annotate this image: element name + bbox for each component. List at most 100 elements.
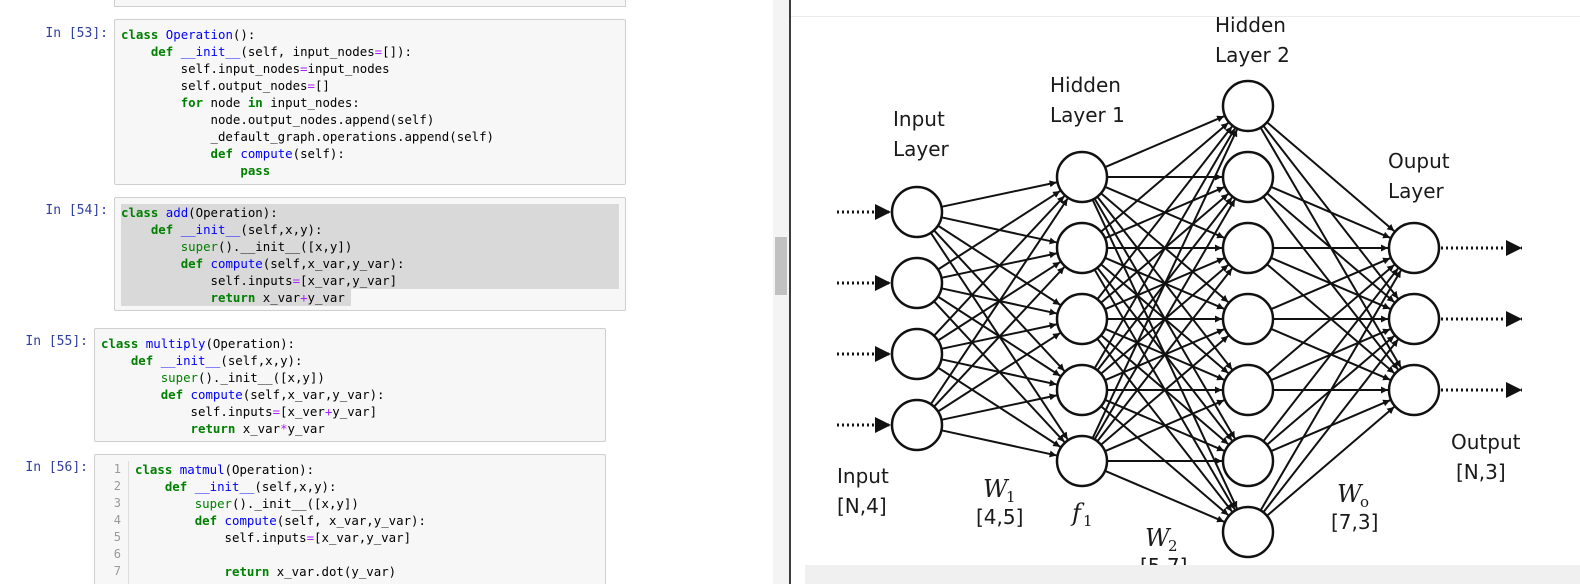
connection-line	[941, 393, 1057, 421]
line-number: 5	[113, 530, 121, 544]
code-line: self.inputs=[x_ver+y_var]	[101, 404, 378, 419]
neuron-nodes	[890, 79, 1441, 559]
neuron-node-layer-0	[890, 327, 944, 381]
neuron-node-layer-2	[1221, 150, 1275, 204]
neuron-node-layer-1	[1055, 221, 1109, 275]
code-line: _default_graph.operations.append(self)	[121, 129, 494, 144]
wo-symbol: W	[1337, 480, 1364, 508]
neural-network-diagram: Input Layer Hidden Layer 1 Hidden Layer …	[837, 13, 1522, 578]
code-input-area[interactable]: class add(Operation): def __init__(self,…	[114, 197, 626, 311]
neuron-node-layer-2	[1221, 292, 1275, 346]
code-line: class Operation():	[121, 27, 256, 42]
connection-line	[941, 180, 1057, 208]
previous-cell-edge	[114, 0, 626, 7]
scrollbar-thumb[interactable]	[775, 237, 787, 295]
code-line: return x_var+y_var	[121, 289, 351, 306]
connection-line	[1262, 338, 1399, 513]
pane-divider[interactable]	[789, 0, 791, 584]
code-line: def compute(self, x_var,y_var):	[194, 513, 426, 528]
cell-prompt: In [54]:	[45, 203, 108, 218]
output-layer-label-2: Layer	[1388, 179, 1445, 203]
cell-prompt: In [53]:	[45, 26, 108, 41]
connection-line	[933, 266, 1066, 408]
connection-line	[1259, 269, 1402, 511]
connection-lines	[929, 115, 1402, 523]
neuron-node-layer-3	[1387, 363, 1441, 417]
input-shape-value: [N,4]	[837, 494, 887, 518]
code-line: class matmul(Operation):	[135, 462, 315, 477]
line-number: 3	[113, 496, 121, 510]
code-editor[interactable]: class add(Operation): def __init__(self,…	[121, 204, 619, 306]
connection-line	[941, 429, 1057, 458]
code-line: def compute(self,x_var,y_var):	[121, 255, 619, 272]
connection-line	[1093, 127, 1236, 369]
code-editor[interactable]: class multiply(Operation): def __init__(…	[101, 335, 385, 437]
connection-line	[1091, 129, 1238, 439]
code-editor[interactable]: class matmul(Operation): def __init__(se…	[135, 461, 426, 580]
code-line: def __init__(self,x,y):	[121, 221, 619, 238]
connection-line	[1104, 115, 1225, 169]
viewer-bottom-bar	[805, 565, 1580, 584]
hidden-layer-2-label-1: Hidden	[1215, 13, 1286, 37]
neuron-node-layer-0	[890, 256, 944, 310]
code-line: self.output_nodes=[]	[121, 78, 330, 93]
code-line: class multiply(Operation):	[101, 336, 295, 351]
w1-symbol: W	[983, 475, 1010, 503]
code-line: node.output_nodes.append(self)	[121, 112, 435, 127]
viewer-top-edge	[791, 16, 1580, 17]
w1-shape: [4,5]	[976, 505, 1023, 529]
connection-line	[1266, 121, 1395, 232]
image-viewer-pane: Input Layer Hidden Layer 1 Hidden Layer …	[791, 0, 1580, 584]
neuron-node-layer-3	[1387, 292, 1441, 346]
connection-line	[930, 198, 1069, 405]
output-shape-label: Output	[1451, 430, 1521, 454]
code-line: def __init__(self, input_nodes=[]):	[150, 44, 412, 59]
io-arrows	[837, 204, 1522, 433]
line-number: 1	[113, 462, 121, 476]
output-layer-label-1: Ouput	[1388, 149, 1450, 173]
code-line: pass	[240, 163, 271, 178]
w2-symbol: W	[1145, 524, 1172, 552]
vertical-scrollbar[interactable]	[773, 0, 789, 584]
neuron-node-layer-2	[1221, 434, 1275, 488]
neuron-node-layer-1	[1055, 434, 1109, 488]
w1-subscript: 1	[1006, 488, 1016, 506]
code-editor[interactable]: class Operation(): def __init__(self, in…	[121, 26, 494, 179]
connection-line	[1270, 185, 1391, 239]
code-line: for node in input_nodes:	[180, 95, 360, 110]
output-shape-value: [N,3]	[1456, 460, 1506, 484]
input-shape-label: Input	[837, 464, 889, 488]
code-line: super()._init__([x,y])	[194, 496, 359, 511]
line-number: 4	[113, 513, 121, 527]
input-layer-label-2: Layer	[893, 137, 950, 161]
neuron-node-layer-0	[890, 398, 944, 452]
neuron-node-layer-1	[1055, 150, 1109, 204]
connection-line	[1104, 399, 1225, 453]
connection-line	[1093, 198, 1236, 440]
connection-line	[1104, 469, 1225, 523]
code-line: self.inputs=[x_var,y_var]	[121, 272, 619, 289]
connection-line	[1096, 267, 1233, 442]
cell-prompt: In [56]:	[25, 460, 88, 475]
code-line: self.inputs=[x_var,y_var]	[135, 530, 412, 545]
input-layer-label-1: Input	[893, 107, 945, 131]
code-line: return x_var*y_var	[190, 421, 325, 436]
connection-line	[937, 332, 1061, 413]
code-input-area[interactable]: class multiply(Operation): def __init__(…	[94, 328, 606, 442]
line-number: 6	[113, 547, 121, 561]
code-input-area[interactable]: class Operation(): def __init__(self, in…	[114, 19, 626, 185]
code-line: return x_var.dot(y_var)	[224, 564, 397, 579]
code-line: super()._init__([x,y])	[160, 370, 325, 385]
code-line: super().__init__([x,y])	[121, 238, 619, 255]
neuron-node-layer-0	[890, 185, 944, 239]
hidden-layer-1-label-1: Hidden	[1050, 73, 1121, 97]
code-line: def __init__(self,x,y):	[130, 353, 303, 368]
code-line: def compute(self,x_var,y_var):	[160, 387, 385, 402]
connection-line	[1100, 335, 1229, 446]
neuron-node-layer-1	[1055, 363, 1109, 417]
connection-line	[1262, 267, 1399, 442]
neuron-node-layer-2	[1221, 221, 1275, 275]
connection-line	[1270, 257, 1391, 311]
